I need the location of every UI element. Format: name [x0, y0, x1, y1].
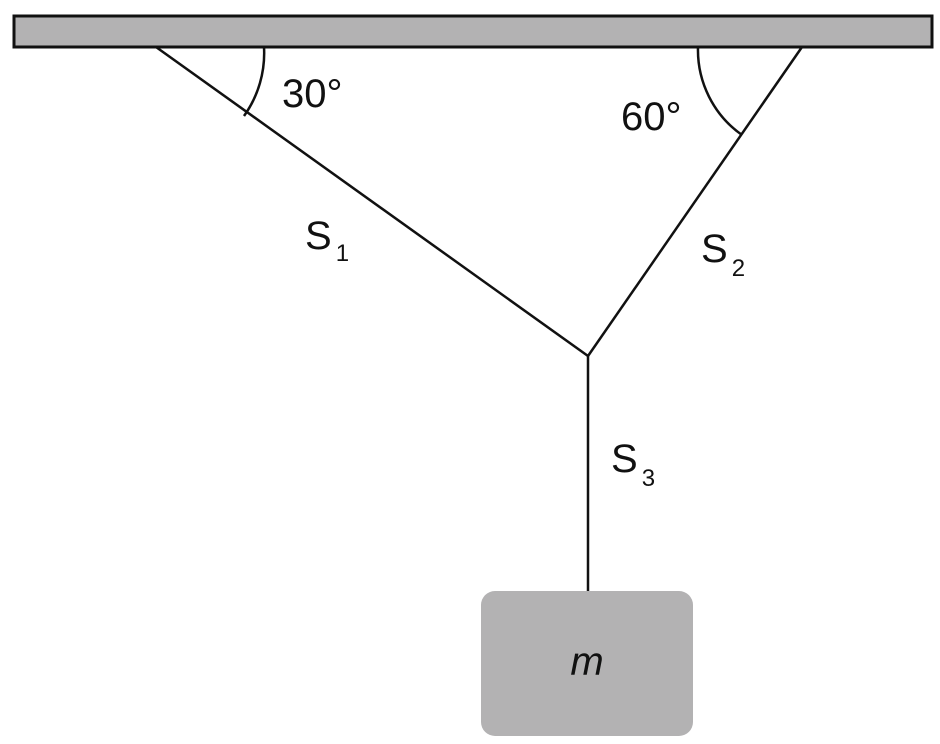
string-s2	[586, 46, 804, 357]
mass-label: m	[570, 640, 603, 684]
angle-arc-left	[242, 46, 266, 117]
ceiling	[12, 14, 934, 49]
mass-block	[481, 591, 693, 736]
angle-label-60: 60°	[621, 95, 682, 139]
angle-label-30: 30°	[282, 72, 343, 116]
string-s1	[155, 45, 589, 358]
angle-arc-right	[696, 46, 743, 137]
